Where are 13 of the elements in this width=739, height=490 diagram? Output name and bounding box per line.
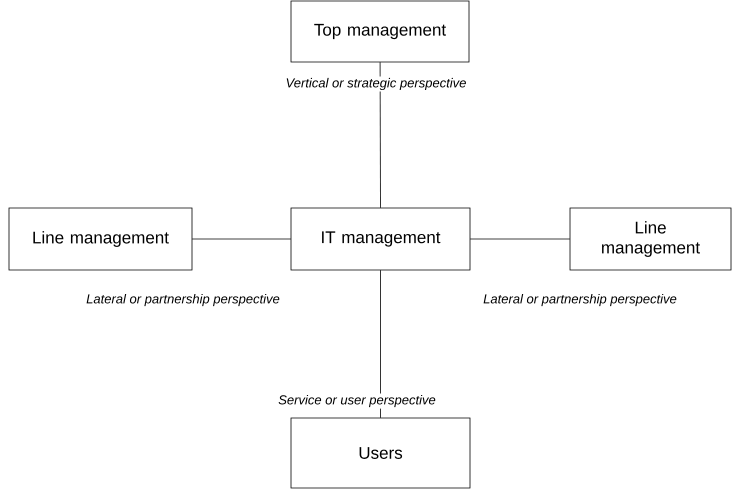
connector-line bbox=[192, 238, 291, 240]
process-box: Top management bbox=[290, 0, 470, 62]
edge-label: Service or user perspective bbox=[276, 393, 438, 409]
process-box: Line management bbox=[570, 208, 732, 270]
process-box: Line management bbox=[8, 208, 192, 270]
edge-label: Lateral or partnership perspective bbox=[84, 292, 282, 308]
connector-line bbox=[380, 62, 381, 208]
connector-line bbox=[380, 270, 381, 418]
connector-line bbox=[470, 238, 570, 240]
edge-label: Vertical or strategic perspective bbox=[284, 76, 468, 92]
process-box: Users bbox=[290, 418, 470, 488]
process-box: IT management bbox=[290, 208, 470, 270]
edge-label: Lateral or partnership perspective bbox=[482, 292, 678, 308]
